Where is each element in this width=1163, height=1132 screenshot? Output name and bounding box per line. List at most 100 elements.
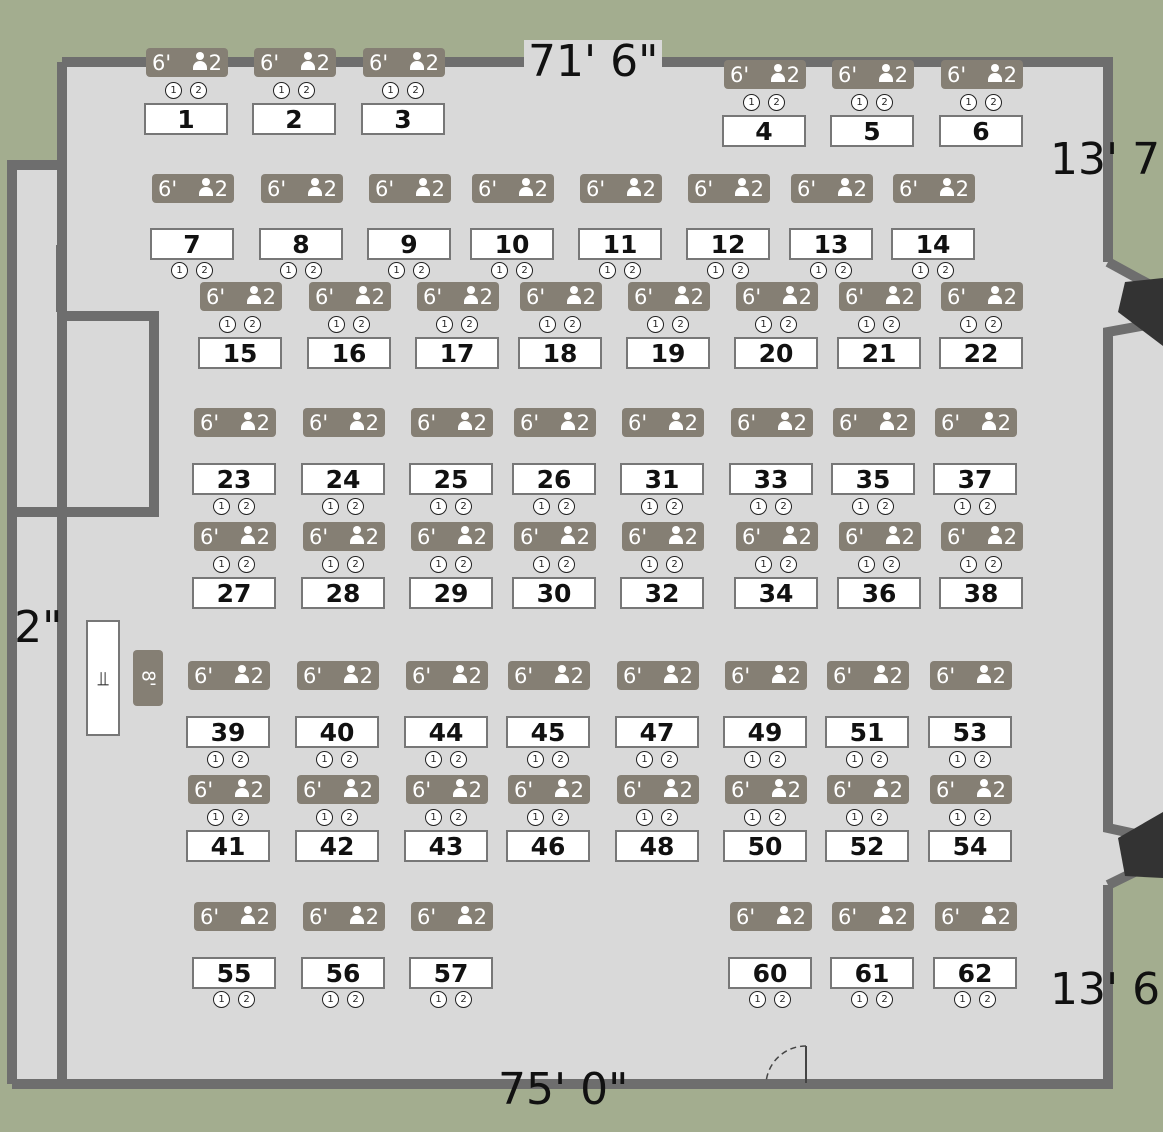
table-47[interactable]: 47 — [615, 716, 699, 748]
table-21[interactable]: 21 — [837, 337, 921, 369]
table-tag-21: 6'2 — [839, 282, 921, 311]
table-54[interactable]: 54 — [928, 830, 1012, 862]
table-61[interactable]: 61 — [830, 957, 914, 989]
table-22[interactable]: 22 — [939, 337, 1023, 369]
table-tag-49: 6'2 — [725, 661, 807, 690]
table-length: 6' — [417, 410, 437, 435]
table-42[interactable]: 42 — [295, 830, 379, 862]
table-35[interactable]: 35 — [831, 463, 915, 495]
person-icon — [770, 63, 785, 82]
table-34[interactable]: 34 — [734, 577, 818, 609]
table-seats: 2 — [365, 524, 379, 549]
table-seats: 2 — [894, 904, 908, 929]
table-11[interactable]: 11 — [578, 228, 662, 260]
table-26[interactable]: 26 — [512, 463, 596, 495]
table-length: 6' — [200, 904, 220, 929]
table-28[interactable]: 28 — [301, 577, 385, 609]
chair-icon: 1 — [533, 498, 550, 515]
table-52[interactable]: 52 — [825, 830, 909, 862]
table-37[interactable]: 37 — [933, 463, 1017, 495]
table-2[interactable]: 2 — [252, 103, 336, 135]
table-1[interactable]: 1 — [144, 103, 228, 135]
table-tag-47: 6'2 — [617, 661, 699, 690]
table-46[interactable]: 46 — [506, 830, 590, 862]
table-44[interactable]: 44 — [404, 716, 488, 748]
table-3[interactable]: 3 — [361, 103, 445, 135]
table-40[interactable]: 40 — [295, 716, 379, 748]
table-30[interactable]: 30 — [512, 577, 596, 609]
table-60[interactable]: 60 — [728, 957, 812, 989]
table-16[interactable]: 16 — [307, 337, 391, 369]
table-tag-29: 6'2 — [411, 522, 493, 551]
table-56[interactable]: 56 — [301, 957, 385, 989]
table-12[interactable]: 12 — [686, 228, 770, 260]
table-14[interactable]: 14 — [891, 228, 975, 260]
chair-icon: 2 — [985, 556, 1002, 573]
person-icon — [240, 411, 255, 430]
table-18[interactable]: 18 — [518, 337, 602, 369]
table-7[interactable]: 7 — [150, 228, 234, 260]
table-length: 6' — [309, 524, 329, 549]
table-33[interactable]: 33 — [729, 463, 813, 495]
table-17[interactable]: 17 — [415, 337, 499, 369]
table-seats: 2 — [1003, 284, 1017, 309]
table-24[interactable]: 24 — [301, 463, 385, 495]
person-icon — [343, 778, 358, 797]
table-43[interactable]: 43 — [404, 830, 488, 862]
table-15[interactable]: 15 — [198, 337, 282, 369]
table-tag-48: 6'2 — [617, 775, 699, 804]
table-57[interactable]: 57 — [409, 957, 493, 989]
table-38[interactable]: 38 — [939, 577, 1023, 609]
table-53[interactable]: 53 — [928, 716, 1012, 748]
table-41[interactable]: 41 — [186, 830, 270, 862]
table-51[interactable]: 51 — [825, 716, 909, 748]
table-49[interactable]: 49 — [723, 716, 807, 748]
table-5[interactable]: 5 — [830, 115, 914, 147]
chair-icon: 1 — [539, 316, 556, 333]
chair-icon: 2 — [347, 498, 364, 515]
table-tag-13: 6'2 — [791, 174, 873, 203]
table-6[interactable]: 6 — [939, 115, 1023, 147]
table-20[interactable]: 20 — [734, 337, 818, 369]
table-seats: 2 — [895, 410, 909, 435]
table-8[interactable]: 8 — [259, 228, 343, 260]
chair-icon: 1 — [273, 82, 290, 99]
chair-icon: 2 — [455, 556, 472, 573]
table-39[interactable]: 39 — [186, 716, 270, 748]
table-27[interactable]: 27 — [192, 577, 276, 609]
table-seats: 2 — [256, 904, 270, 929]
table-50[interactable]: 50 — [723, 830, 807, 862]
table-23[interactable]: 23 — [192, 463, 276, 495]
table-29[interactable]: 29 — [409, 577, 493, 609]
table-25[interactable]: 25 — [409, 463, 493, 495]
table-10[interactable]: 10 — [470, 228, 554, 260]
table-length: 6' — [586, 176, 606, 201]
table-32[interactable]: 32 — [620, 577, 704, 609]
table-48[interactable]: 48 — [615, 830, 699, 862]
table-36[interactable]: 36 — [837, 577, 921, 609]
table-length: 6' — [514, 663, 534, 688]
table-31[interactable]: 31 — [620, 463, 704, 495]
chair-icon: 1 — [171, 262, 188, 279]
table-45[interactable]: 45 — [506, 716, 590, 748]
table-4[interactable]: 4 — [722, 115, 806, 147]
table-length: 6' — [838, 62, 858, 87]
person-icon — [976, 778, 991, 797]
table-62[interactable]: 62 — [933, 957, 1017, 989]
table-13[interactable]: 13 — [789, 228, 873, 260]
table-length: 6' — [303, 777, 323, 802]
table-length: 6' — [158, 176, 178, 201]
table-seats: 2 — [323, 176, 337, 201]
table-55[interactable]: 55 — [192, 957, 276, 989]
table-9[interactable]: 9 — [367, 228, 451, 260]
table-19[interactable]: 19 — [626, 337, 710, 369]
person-icon — [566, 285, 581, 304]
chair-icon: 2 — [775, 498, 792, 515]
